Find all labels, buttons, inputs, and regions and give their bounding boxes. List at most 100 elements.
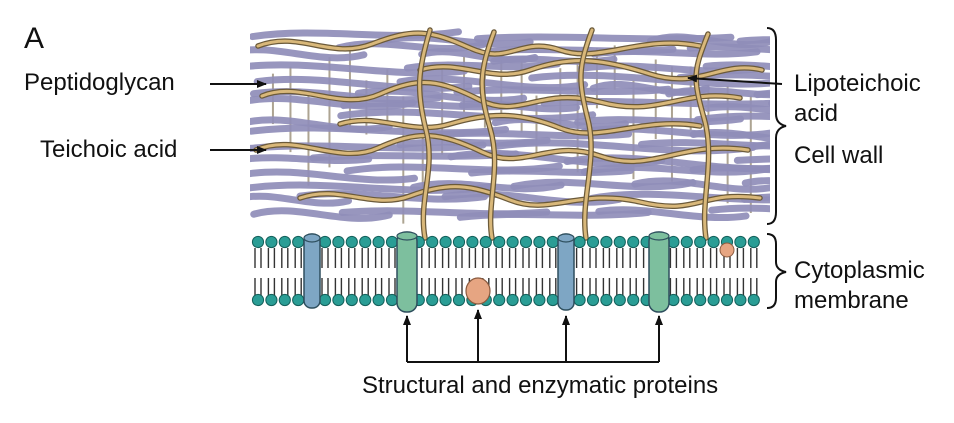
teichoic-acid-chains [253,30,765,209]
transmembrane-protein-blue-top [303,233,321,243]
lipid-tail [709,278,718,296]
lipid-tail [482,248,490,268]
peptidoglycan-strand [354,87,528,104]
lipid-head [426,235,439,249]
membrane-proteins [303,231,735,313]
peptidoglycan-strand [637,139,770,150]
lipid-tail [602,248,611,268]
lipid-head [385,235,399,249]
lipid-head [680,235,693,249]
lipid-tail [254,278,262,296]
transmembrane-protein-blue [557,233,575,311]
lipid-head [573,293,586,307]
lipid-tail [629,248,637,268]
lipid-tail [750,248,758,268]
peptidoglycan-strand [510,178,697,191]
teichoic-acid-chain-core [298,185,762,208]
peripheral-protein-small [719,242,735,258]
lipid-head [519,235,533,249]
peptidoglycan-strand [778,173,903,177]
lipid-head [332,293,345,307]
lipoteichoic-acid-chain-core [694,32,711,240]
lipid-head [707,293,720,307]
lipid-tail [348,248,356,268]
lipid-head [720,293,734,307]
lipid-head [466,235,479,249]
lipid-tail [709,248,718,268]
cytoplasmic-membrane-brace [766,233,787,309]
lipid-head [439,235,452,249]
peptidoglycan-strand [528,71,770,88]
lipid-head [533,235,546,249]
peptidoglycan-strand [250,46,368,62]
lipid-head [251,235,265,249]
peptidoglycan-strand [781,45,907,50]
lipid-head [533,293,546,307]
peptidoglycan-strand [595,206,750,222]
peptidoglycan-strand [456,208,652,221]
lipid-tail [535,248,544,268]
lipoteichoic-acid-pointer-arrow [687,74,783,85]
lipid-tail [589,248,597,268]
lipid-head [734,235,747,249]
lipid-tail [750,278,758,296]
lipid-tail [602,278,611,296]
lipid-head [600,293,613,307]
lipid-tail [549,278,557,296]
lipid-tail [495,278,503,296]
lipid-head [292,235,305,249]
lipid-tail [267,278,276,296]
lipid-tail [522,248,530,268]
lipid-head [493,235,506,249]
lipid-head [707,235,720,249]
lipid-head [426,293,439,307]
lipid-tail [723,278,731,296]
lipid-head [372,235,385,249]
lipid-head [452,235,466,249]
lipid-head [694,293,707,307]
peptidoglycan-strand [736,36,770,45]
lipid-head [519,293,533,307]
lipid-tail [388,278,396,296]
lipid-tail [549,248,557,268]
lipid-tail [455,248,463,268]
lipid-head [372,293,385,307]
transmembrane-protein-green-top [396,231,418,241]
lipid-tail [736,248,745,268]
lipid-head [318,235,332,249]
lipid-tail [683,248,691,268]
peptidoglycan-label: Peptidoglycan [24,69,175,96]
lipid-head [278,235,291,249]
peripheral-protein-round [465,277,491,305]
lipid-head [546,293,559,307]
lipid-tail [616,248,624,268]
cell-wall-brace [766,27,787,225]
lipid-head [627,293,640,307]
lipid-head [600,235,613,249]
protein-callout-arrows [403,309,663,363]
lipid-head [452,293,466,307]
lipoteichoic-acid-chain-core [480,30,497,240]
lipid-tail [589,278,597,296]
lipid-tail [629,278,637,296]
lipid-tail [374,278,383,296]
lipid-head [573,235,586,249]
lipid-tail [669,278,678,296]
lipid-head [627,235,640,249]
peptidoglycan-strand [708,204,770,214]
lipid-tail [361,278,369,296]
lipid-tail [468,248,477,268]
peptidoglycan-strand [563,154,770,173]
lipid-tail [736,278,745,296]
lipid-head [546,235,559,249]
teichoic-acid-chain-core [256,31,702,56]
lipid-tail [294,248,302,268]
peptidoglycan-strand [574,115,744,126]
lipid-tail [616,278,624,296]
peptidoglycan-strand [250,181,493,194]
lipid-head [318,293,332,307]
lipid-tail [535,278,544,296]
teichoic-acid-chain-core [338,113,702,135]
lipid-tail [441,248,450,268]
